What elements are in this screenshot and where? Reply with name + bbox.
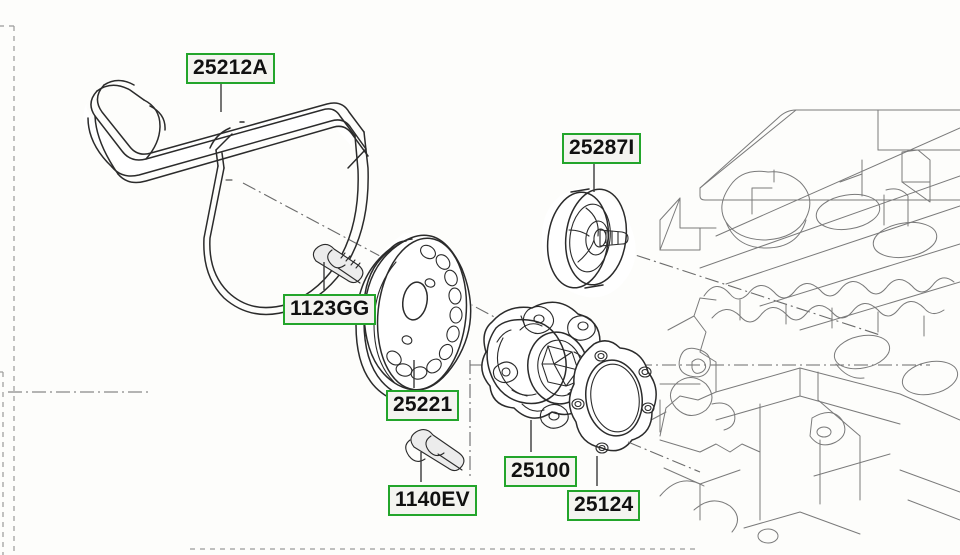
label-leader-lines [220, 82, 598, 486]
idler-pulley-part[interactable] [541, 186, 636, 298]
drive-belt-part[interactable] [83, 79, 369, 316]
page-frame-dashed-border [0, 25, 700, 555]
water-pump-pulley-part[interactable] [355, 232, 474, 404]
part-label-1140EV[interactable]: 1140EV [388, 485, 477, 516]
engine-block-illustration [639, 109, 960, 544]
part-label-25100[interactable]: 25100 [504, 456, 578, 487]
part-label-25124[interactable]: 25124 [567, 490, 641, 521]
pulley-bolt-part[interactable] [312, 243, 364, 284]
water-pump-gasket-part[interactable] [568, 340, 701, 473]
part-label-1123GG[interactable]: 1123GG [283, 294, 377, 325]
part-label-25221[interactable]: 25221 [386, 390, 460, 421]
part-label-25212A[interactable]: 25212A [186, 53, 275, 84]
part-label-25287I[interactable]: 25287I [562, 133, 642, 164]
water-pump-bolt-part[interactable] [405, 429, 465, 472]
